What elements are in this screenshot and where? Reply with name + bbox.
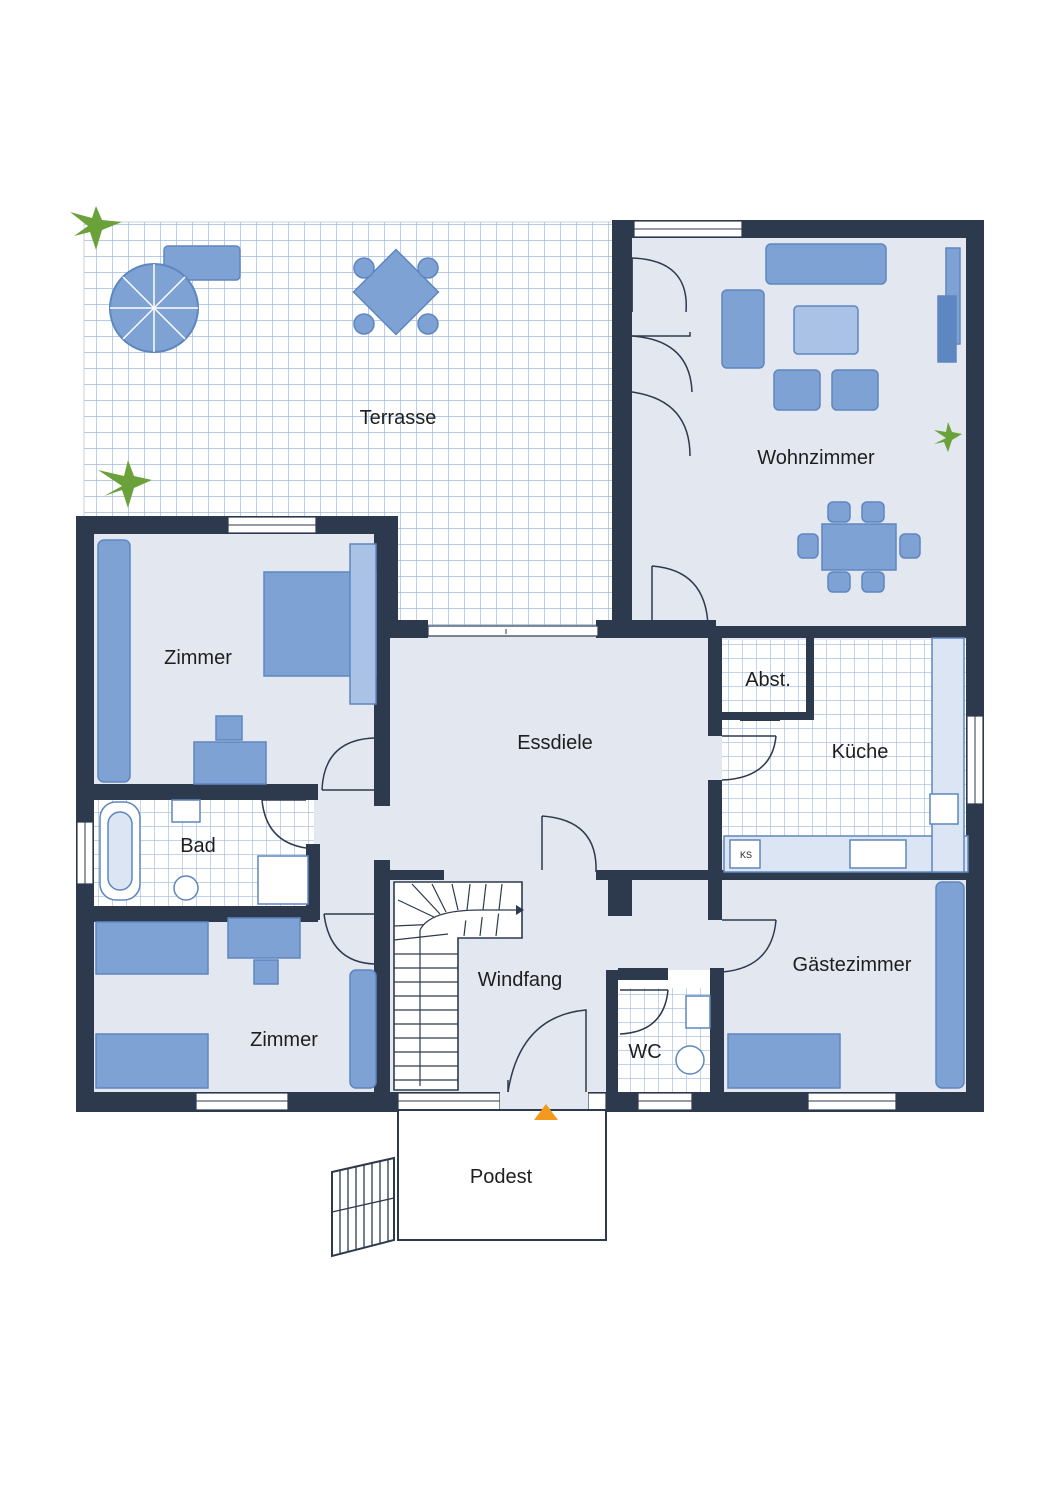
staircase	[393, 881, 523, 1091]
furniture	[95, 243, 969, 1089]
room-label-terrasse: Terrasse	[360, 407, 437, 429]
room-label-abst: Abst.	[745, 669, 791, 691]
entrance-opening	[500, 1092, 588, 1112]
room-label-zimmer-bottom: Zimmer	[250, 1029, 318, 1051]
room-label-windfang: Windfang	[478, 969, 563, 991]
room-label-wohnzimmer: Wohnzimmer	[757, 447, 875, 469]
entrance-arrow-icon	[534, 1104, 558, 1120]
outside-stair	[331, 1156, 395, 1258]
brand-logo: onOffice	[969, 1067, 978, 1100]
plant-icon	[70, 206, 962, 508]
room-label-kueche: Küche	[832, 741, 889, 763]
room-label-essdiele: Essdiele	[517, 732, 593, 754]
room-label-gaestezimmer: Gästezimmer	[793, 954, 912, 976]
room-label-bad: Bad	[180, 835, 216, 857]
abst-door	[740, 716, 780, 721]
room-label-zimmer-top: Zimmer	[164, 647, 232, 669]
parasol-icon	[109, 263, 199, 353]
doors	[261, 257, 777, 1093]
stair-arrow-icon	[516, 905, 524, 915]
kitchen-tiles	[722, 640, 968, 840]
room-label-podest: Podest	[470, 1166, 533, 1188]
fridge-label: KS	[740, 850, 752, 860]
room-label-wc: WC	[628, 1041, 661, 1063]
podest-outline	[397, 1109, 607, 1241]
